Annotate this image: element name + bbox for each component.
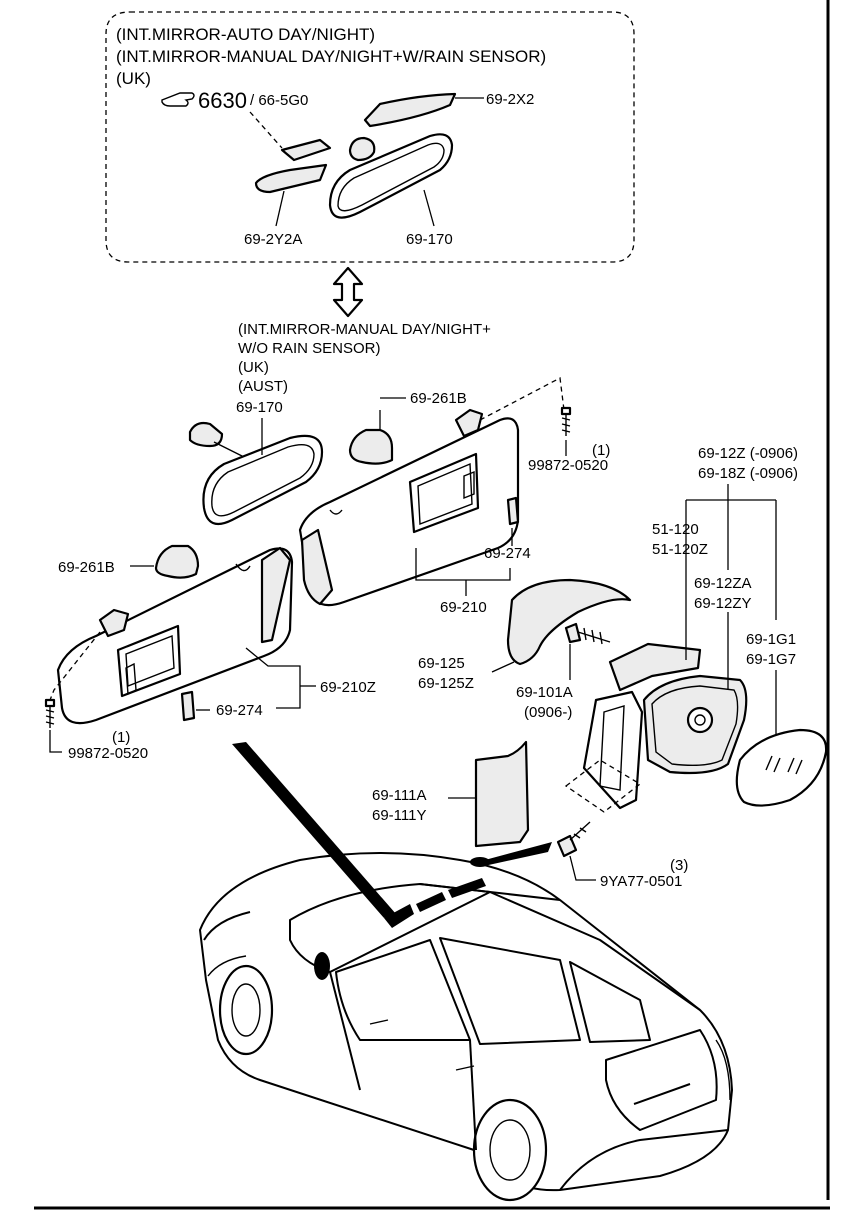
mirror-cover-upper <box>363 92 457 128</box>
label-69-1G1: 69-1G1 <box>746 631 796 648</box>
label-69-274-left: 69-274 <box>216 702 263 719</box>
sun-visor-left <box>56 544 294 725</box>
label-9YA77-0501: 9YA77-0501 <box>600 873 682 890</box>
alt-spec-line3: (UK) <box>238 359 269 376</box>
label-69-261B-top: 69-261B <box>410 390 467 407</box>
label-99872-0520-top: 99872-0520 <box>528 457 608 474</box>
option-box: (INT.MIRROR-AUTO DAY/NIGHT) (INT.MIRROR-… <box>105 11 635 263</box>
alt-spec-line4: (AUST) <box>238 378 288 395</box>
double-arrow-icon <box>332 266 364 318</box>
label-69-2Y2A: 69-2Y2A <box>244 231 302 248</box>
label-69-125Z: 69-125Z <box>418 675 474 692</box>
door-garnish-trim <box>474 740 530 848</box>
label-69-18Z: 69-18Z (-0906) <box>698 465 798 482</box>
label-51-120: 51-120 <box>652 521 699 538</box>
label-qty-3: (3) <box>670 857 688 874</box>
label-69-1G7: 69-1G7 <box>746 651 796 668</box>
visor-clip-left <box>154 544 200 579</box>
bolt-9YA77-0501 <box>556 821 591 858</box>
label-69-210: 69-210 <box>440 599 487 616</box>
pointer-wedge-visor <box>232 742 396 918</box>
mirror-mount-knob <box>348 136 376 162</box>
hand-pointer-icon <box>161 92 195 107</box>
pointer-wedge-mirror <box>470 842 552 866</box>
visor-clip-top <box>348 428 394 465</box>
bolt-69-101A <box>564 622 611 645</box>
screw-top <box>560 406 572 436</box>
mirror-cap <box>506 578 632 666</box>
label-69-2X2: 69-2X2 <box>486 91 534 108</box>
mirror-glass <box>735 728 828 807</box>
label-69-170: 69-170 <box>236 399 283 416</box>
ref-section-major: 6630 <box>198 88 247 113</box>
rain-sensor-module <box>280 138 332 162</box>
label-69-12ZA: 69-12ZA <box>694 575 752 592</box>
alt-spec-line1: (INT.MIRROR-MANUAL DAY/NIGHT+ <box>238 321 491 338</box>
label-99872-0520-left: 99872-0520 <box>68 745 148 762</box>
label-69-12ZY: 69-12ZY <box>694 595 752 612</box>
interior-mirror-box <box>328 133 454 219</box>
visor-hinge-top <box>454 408 484 438</box>
visor-holder-left <box>180 690 196 722</box>
door-mirror-base <box>582 690 644 810</box>
label-69-125: 69-125 <box>418 655 465 672</box>
interior-mirror <box>188 418 324 526</box>
box-title-line1: (INT.MIRROR-AUTO DAY/NIGHT) <box>116 25 375 44</box>
mirror-bracket-51-120 <box>608 642 702 692</box>
label-69-111A: 69-111A <box>372 787 427 804</box>
visor-holder-right <box>506 496 520 526</box>
vehicle-illustration <box>199 852 733 1202</box>
label-69-101A: 69-101A <box>516 684 573 701</box>
label-69-261B-left: 69-261B <box>58 559 115 576</box>
label-69-274-right: 69-274 <box>484 545 531 562</box>
label-69-111Y: 69-111Y <box>372 807 427 824</box>
label-qty-left: (1) <box>112 729 130 746</box>
box-title-line2: (INT.MIRROR-MANUAL DAY/NIGHT+W/RAIN SENS… <box>116 47 546 66</box>
sun-visor-right <box>298 408 520 607</box>
screw-left <box>44 698 56 728</box>
ref-section-minor: / 66-5G0 <box>250 92 308 109</box>
alt-spec-line2: W/O RAIN SENSOR) <box>238 340 381 357</box>
label-0906: (0906-) <box>524 704 572 721</box>
label-69-210Z: 69-210Z <box>320 679 376 696</box>
label-51-120Z: 51-120Z <box>652 541 708 558</box>
label-qty-top: (1) <box>592 442 610 459</box>
box-title-line3: (UK) <box>116 69 151 88</box>
label-69-170-box: 69-170 <box>406 231 453 248</box>
visor-hinge-left <box>98 608 130 638</box>
mirror-cover-lower <box>254 163 328 194</box>
label-69-12Z: 69-12Z (-0906) <box>698 445 798 462</box>
